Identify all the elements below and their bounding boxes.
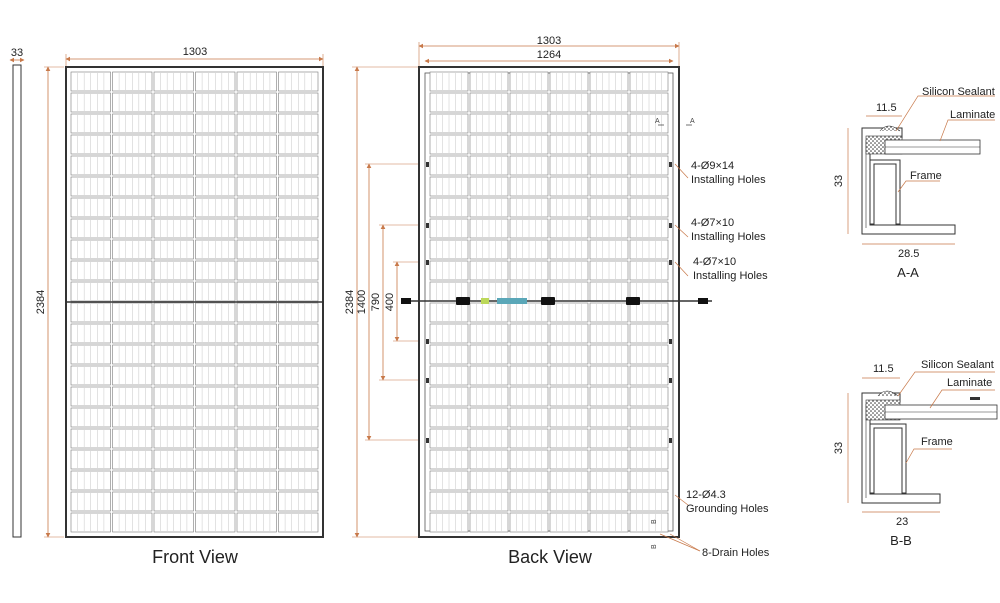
callout-holes-9x14-spec: 4-Ø9×14: [691, 160, 734, 172]
aa-frame-label: Frame: [910, 170, 942, 182]
aa-title: A-A: [897, 265, 919, 280]
bb-width-dim: 23: [896, 516, 908, 528]
callout-holes-7x10-b-spec: 4-Ø7×10: [693, 256, 736, 268]
front-height-dim: 2384: [35, 290, 47, 314]
back-view-title: Back View: [508, 547, 593, 567]
junction-box-2: [541, 297, 555, 305]
front-view-title: Front View: [152, 547, 239, 567]
bb-height-dim: 33: [833, 442, 845, 454]
bb-title: B-B: [890, 533, 912, 548]
front-view: 33 1303 2384 Front View: [9, 46, 324, 567]
section-aa: 11.5 33 28.5 Silicon Sealant Laminate Fr…: [833, 86, 995, 280]
junction-box-1: [456, 297, 470, 305]
section-bb: 11.5 33 23 Silicon Sealant Laminate Fram…: [833, 359, 998, 548]
junction-box-3: [626, 297, 640, 305]
bb-sealant-label: Silicon Sealant: [921, 359, 994, 371]
connector-left: [401, 298, 411, 304]
aa-frame-profile: [861, 127, 956, 235]
back-spacing-400-dim: 400: [384, 293, 396, 311]
aa-width-dim: 28.5: [898, 248, 919, 260]
callout-holes-7x10-a-label: Installing Holes: [691, 231, 766, 243]
section-marker-a: A: [655, 118, 660, 125]
aa-height-dim: 33: [833, 175, 845, 187]
bb-frame-label: Frame: [921, 436, 953, 448]
front-cell-grid: [70, 71, 319, 533]
callout-drain-label: 8-Drain Holes: [702, 547, 770, 559]
aa-top-dim: 11.5: [876, 102, 897, 114]
connector-right: [698, 298, 708, 304]
section-marker-b2: B: [651, 519, 658, 524]
section-marker-b: B: [651, 544, 658, 549]
front-width-dim: 1303: [183, 46, 207, 58]
back-spacing-1400-dim: 1400: [356, 290, 368, 314]
section-marker-a2: A: [690, 118, 695, 125]
back-height-dim: 2384: [344, 290, 356, 314]
callout-grounding-label: Grounding Holes: [686, 503, 769, 515]
mounting-hole-markers: [426, 162, 672, 443]
back-width-inner-dim: 1264: [537, 49, 561, 61]
aa-sealant-label: Silicon Sealant: [922, 86, 995, 98]
front-thickness-dim: 33: [11, 47, 23, 59]
bb-laminate-label: Laminate: [947, 377, 992, 389]
back-width-outer-dim: 1303: [537, 35, 561, 47]
bb-top-dim: 11.5: [873, 363, 894, 375]
junction-cable: [401, 297, 712, 305]
aa-laminate-label: Laminate: [950, 109, 995, 121]
callout-holes-7x10-b-label: Installing Holes: [693, 270, 768, 282]
side-profile: [12, 64, 22, 538]
callout-grounding-spec: 12-Ø4.3: [686, 489, 726, 501]
back-spacing-790-dim: 790: [370, 293, 382, 311]
callout-holes-7x10-a-spec: 4-Ø7×10: [691, 217, 734, 229]
back-view: 1303 1264 2384 1400 790 400: [344, 35, 770, 567]
callout-holes-9x14-label: Installing Holes: [691, 174, 766, 186]
back-cell-grid: [429, 71, 669, 533]
